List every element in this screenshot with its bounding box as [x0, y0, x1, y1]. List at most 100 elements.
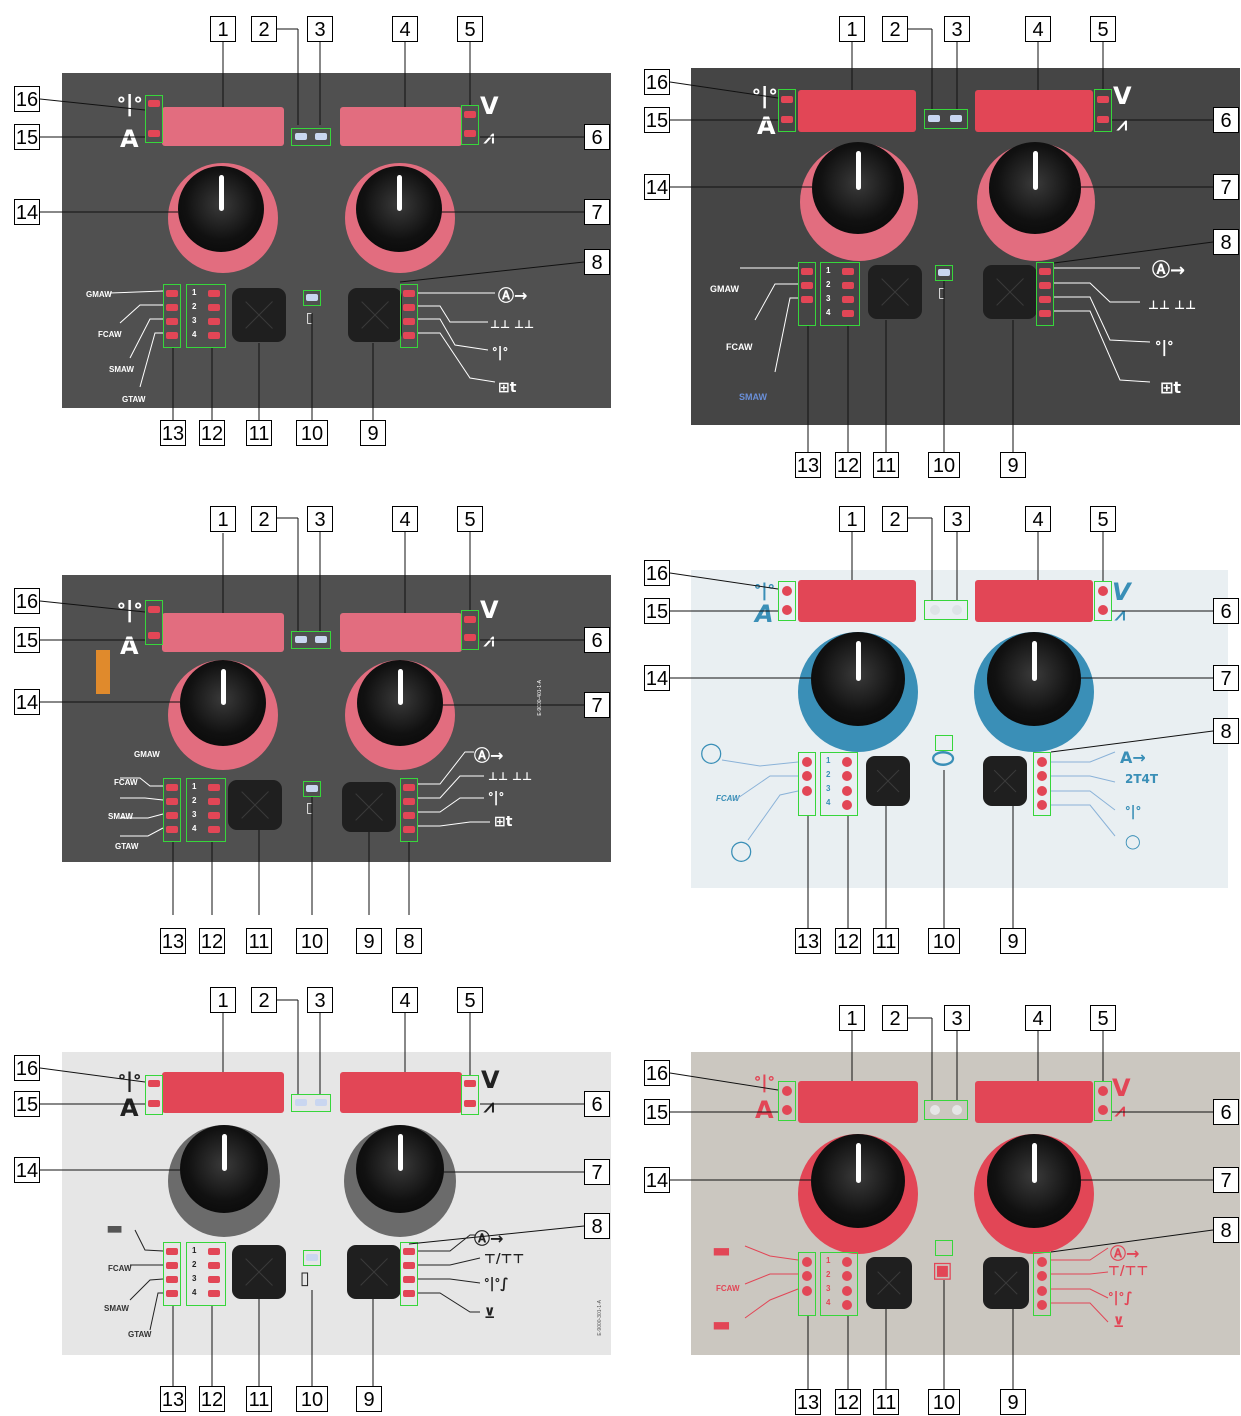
right-display: [975, 580, 1093, 622]
led-fcaw: [166, 798, 178, 805]
label-gmaw: GMAW: [710, 284, 739, 294]
callout-5: 5: [1090, 506, 1116, 532]
callout-15: 15: [14, 627, 40, 653]
right-knob[interactable]: [356, 166, 442, 252]
left-button[interactable]: [866, 756, 910, 806]
led-gtaw: [166, 1290, 178, 1297]
right-knob[interactable]: [987, 632, 1081, 726]
arc-force-icon: Ⓐ→: [498, 286, 528, 305]
callout-2: 2: [882, 16, 908, 42]
right-knob[interactable]: [357, 660, 443, 746]
arc-control-icon: ⩘: [484, 630, 495, 651]
callout-12: 12: [199, 928, 225, 954]
left-knob[interactable]: [811, 1134, 905, 1228]
left-knob[interactable]: [180, 1125, 268, 1213]
led-overtemp: [315, 636, 327, 643]
callout-7: 7: [584, 199, 610, 225]
callout-8: 8: [584, 249, 610, 275]
led-mode-3: [1039, 296, 1051, 303]
amps-symbol: A: [757, 112, 776, 140]
arc-force-icon: Ⓐ→: [474, 1229, 504, 1248]
smaw-electrode-icon: ◯: [730, 838, 753, 862]
left-knob[interactable]: [811, 632, 905, 726]
led-mode-1: [403, 290, 415, 297]
callout-3: 3: [307, 506, 333, 532]
spot-timer-icon: ◯: [1125, 834, 1141, 850]
amps-symbol: A: [120, 125, 139, 153]
label-gtaw: GTAW: [115, 842, 139, 851]
led-gtaw: [166, 826, 178, 833]
led-box-13: [798, 1252, 816, 1316]
right-button[interactable]: [983, 756, 1027, 806]
callout-8: 8: [1213, 1217, 1239, 1243]
callout-12: 12: [835, 928, 861, 954]
right-button[interactable]: [983, 265, 1037, 319]
label-fcaw: FCAW: [716, 1284, 740, 1293]
wirefeed-icon: ᐤ|ᐤ: [118, 1068, 142, 1092]
led-mode-2: [1037, 1271, 1047, 1281]
led-memory: [306, 785, 318, 792]
left-knob[interactable]: [178, 166, 264, 252]
program-1: 1: [826, 756, 831, 765]
led-prog-4: [208, 1290, 220, 1297]
callout-6: 6: [1213, 598, 1239, 624]
callout-9: 9: [1000, 1389, 1026, 1415]
led-box-8: [400, 284, 418, 348]
volts-symbol: V: [480, 596, 499, 624]
led-prog-1: [842, 268, 854, 275]
right-knob[interactable]: [356, 1125, 444, 1213]
right-button[interactable]: [342, 782, 396, 832]
callout-11: 11: [246, 420, 272, 446]
trigger-mode-icon: ⊥⊥ ⊥⊥: [1148, 298, 1197, 312]
led-gmaw: [802, 757, 812, 767]
memory-icon: ▣: [932, 1258, 953, 1283]
led-prog-1: [208, 290, 220, 297]
led-box-5-6: [461, 1075, 479, 1115]
callout-9: 9: [360, 420, 386, 446]
wirefeed-user-icon: ᐤ|ᐤ: [488, 790, 505, 806]
callout-16: 16: [644, 1060, 670, 1086]
right-button[interactable]: [983, 1257, 1029, 1309]
program-2: 2: [826, 1270, 831, 1279]
led-box-10: [303, 1250, 321, 1266]
led-box-5-6: [1094, 581, 1112, 621]
memory-icon: ⬭: [932, 744, 955, 774]
led-box-12: [820, 262, 860, 326]
led-volts: [1098, 1086, 1108, 1096]
callout-15: 15: [14, 124, 40, 150]
led-box-13: [798, 262, 816, 326]
left-button[interactable]: [228, 780, 282, 830]
led-box-16-15: [778, 581, 796, 621]
label-gmaw: GMAW: [134, 750, 160, 759]
led-mode-4: [1037, 1300, 1047, 1310]
gmaw-torch-icon: ▬: [712, 1238, 731, 1262]
right-button[interactable]: [348, 288, 402, 342]
gmaw-torch-icon: ▬: [106, 1218, 124, 1239]
trigger-mode-icon: ⊤/⊤⊤: [1108, 1264, 1149, 1279]
callout-2: 2: [882, 506, 908, 532]
left-button[interactable]: [866, 1257, 912, 1309]
callout-15: 15: [644, 598, 670, 624]
led-wirefeed: [782, 1086, 792, 1096]
right-display: [975, 1081, 1093, 1123]
left-button[interactable]: [232, 1245, 286, 1299]
led-box-13: [163, 284, 181, 348]
left-knob[interactable]: [812, 142, 904, 234]
label-smaw: SMAW: [109, 365, 134, 374]
led-box-13: [798, 752, 816, 816]
led-prog-4: [842, 310, 854, 317]
left-button[interactable]: [868, 265, 922, 319]
label-gtaw: GTAW: [128, 1330, 152, 1339]
right-knob[interactable]: [987, 1134, 1081, 1228]
arc-control-icon: ⩘: [1115, 1100, 1126, 1121]
label-smaw: SMAW: [104, 1304, 129, 1313]
run-in-icon: ᐤ|ᐤ: [1125, 804, 1142, 820]
led-prog-1: [842, 1257, 852, 1267]
right-button[interactable]: [347, 1245, 401, 1299]
panel-code: E-9000-301-1-A: [597, 1300, 603, 1336]
led-box-12: [820, 752, 858, 816]
led-wirefeed: [148, 606, 160, 613]
left-button[interactable]: [232, 288, 286, 342]
right-knob[interactable]: [989, 142, 1081, 234]
left-knob[interactable]: [180, 660, 266, 746]
